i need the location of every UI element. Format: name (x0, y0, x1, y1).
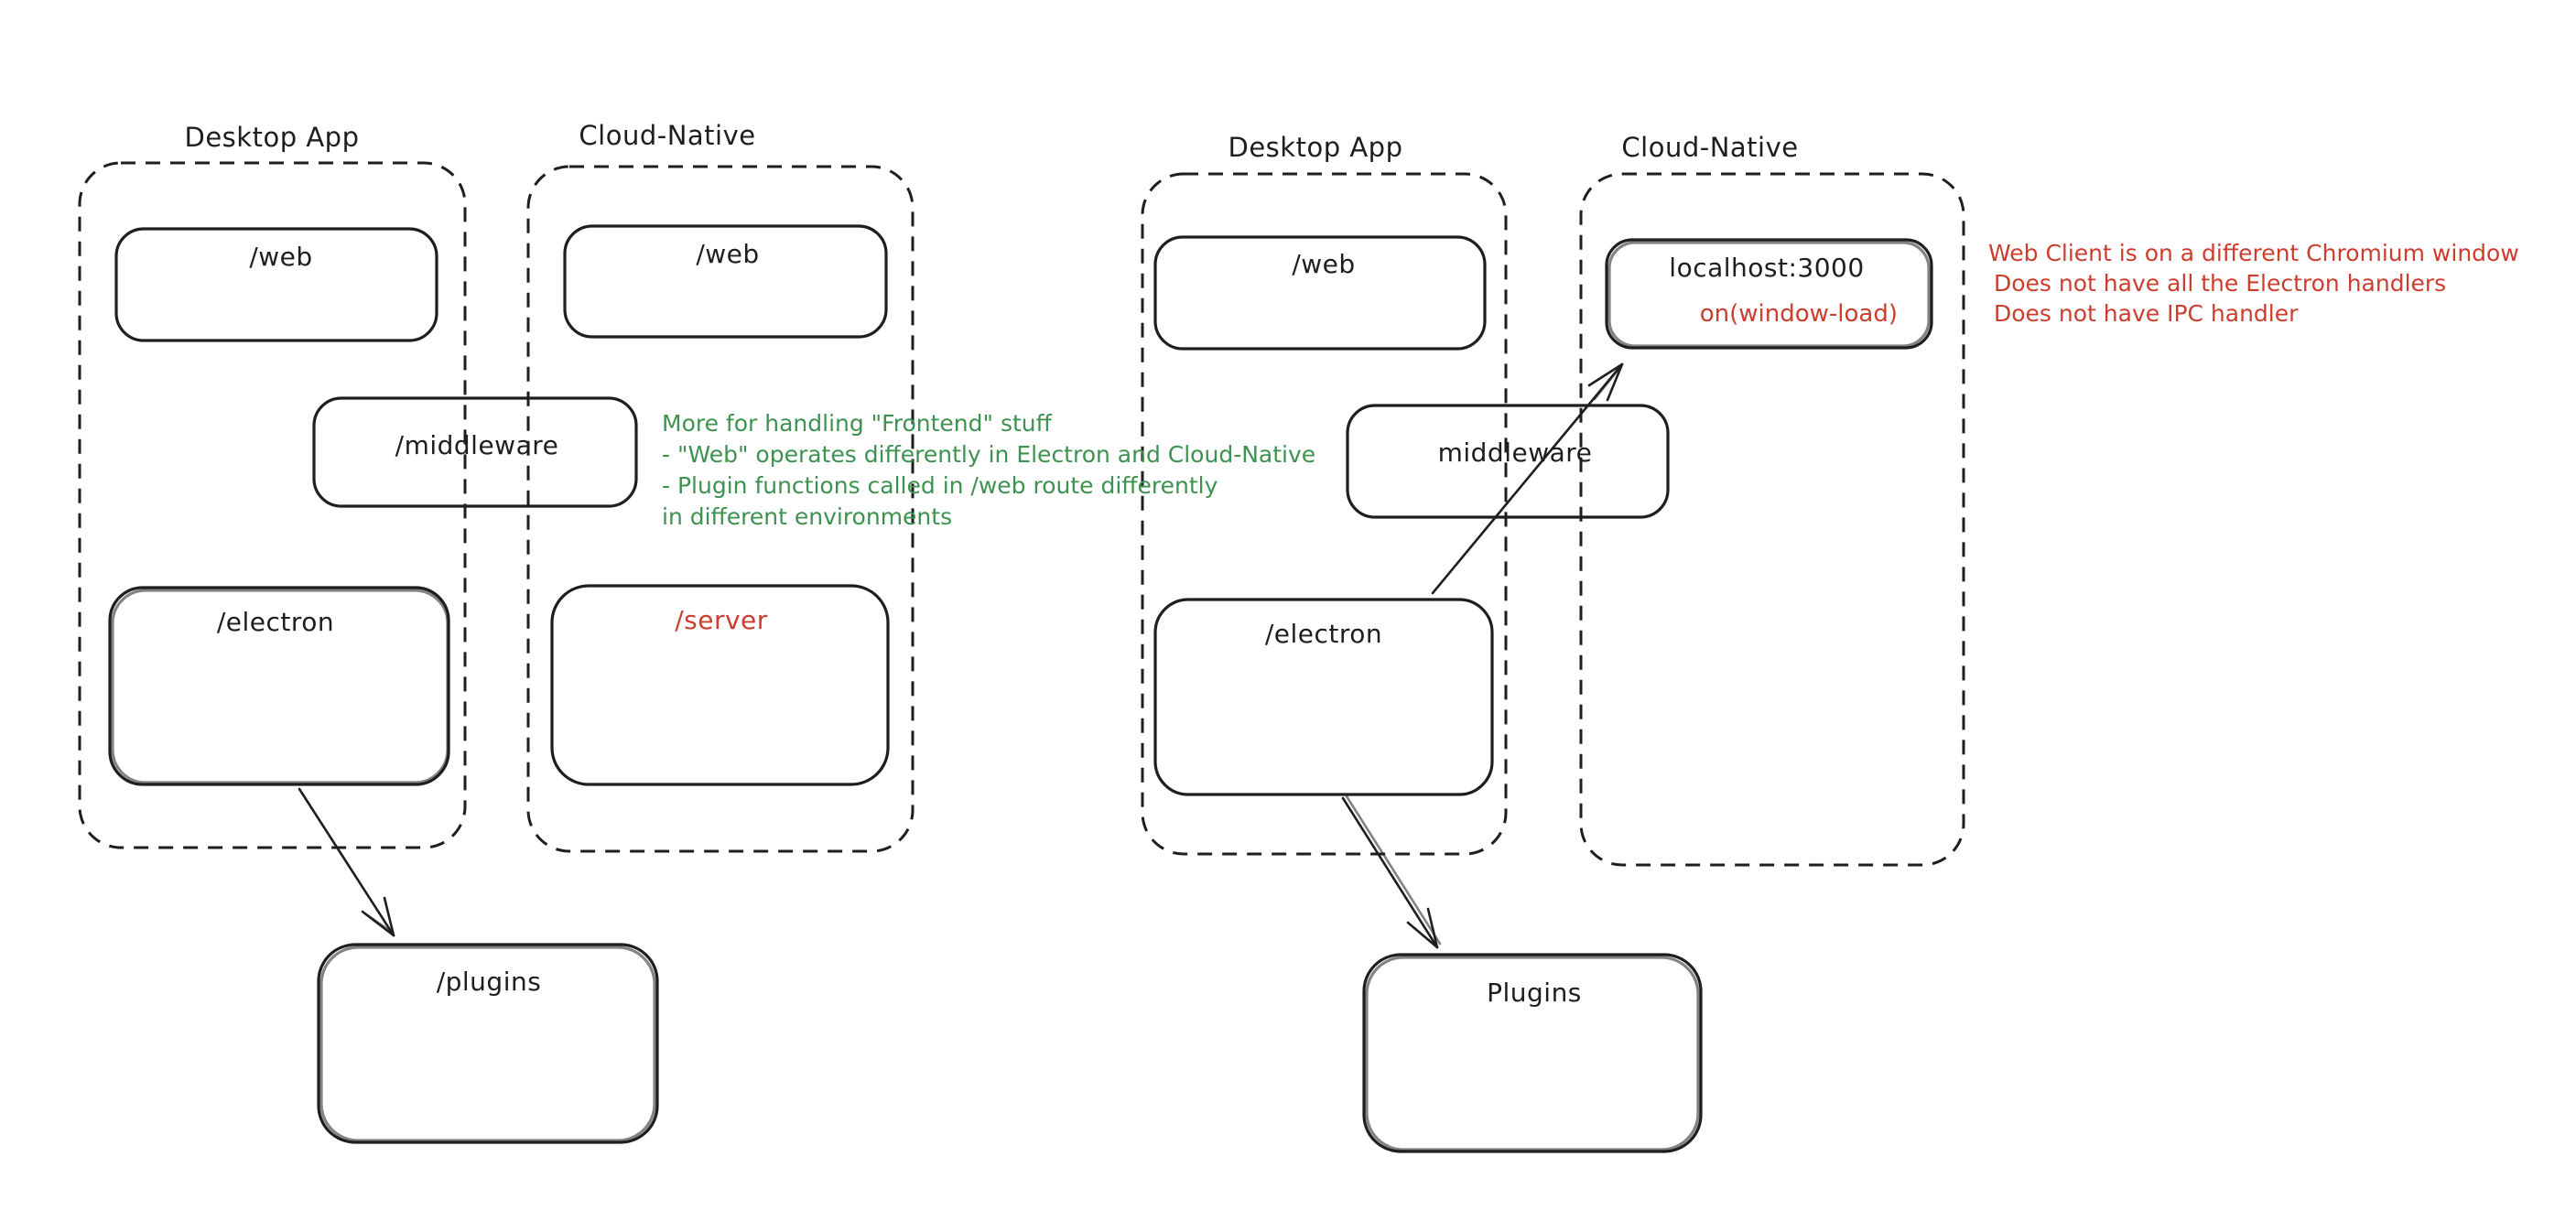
label-web-desktop-right: /web (1292, 249, 1356, 279)
annotation-green-line-2: - "Web" operates differently in Electron… (662, 441, 1316, 468)
container-desktop-app-right (1141, 172, 1508, 856)
box-server (550, 584, 890, 786)
label-server: /server (675, 605, 768, 635)
group-title-cloud-native-left: Cloud-Native (579, 120, 756, 151)
group-title-desktop-app-right: Desktop App (1228, 132, 1403, 163)
annotation-green-line-1: More for handling "Frontend" stuff (662, 410, 1052, 437)
label-localhost-3000: localhost:3000 (1669, 253, 1865, 283)
label-electron-left: /electron (216, 607, 335, 637)
arrow-electron-to-plugins-right (1341, 794, 1442, 949)
box-plugins-left-sketch (319, 946, 656, 1142)
box-web-desktop-right (1153, 235, 1487, 351)
arrow-electron-to-plugins-left (298, 787, 395, 937)
box-web-cloud-left (563, 224, 888, 339)
box-web-desktop-left (114, 227, 438, 342)
arrow-electron-to-localhost-right (1431, 362, 1624, 595)
annotation-green-line-3: - Plugin functions called in /web route … (662, 472, 1218, 499)
label-on-window-load: on(window-load) (1699, 300, 1898, 328)
label-middleware-left: /middleware (395, 430, 559, 460)
group-title-cloud-native-right: Cloud-Native (1621, 132, 1799, 163)
box-localhost-3000-sketch (1607, 241, 1931, 348)
annotation-red-line-2: Does not have all the Electron handlers (1994, 270, 2447, 297)
group-title-desktop-app-left: Desktop App (184, 122, 360, 153)
annotation-green-line-4: in different environments (662, 503, 953, 530)
label-plugins-left: /plugins (436, 967, 542, 997)
label-electron-right: /electron (1264, 619, 1383, 649)
box-plugins-right (1362, 953, 1703, 1153)
annotation-red-line-3: Does not have IPC handler (1994, 300, 2299, 327)
container-cloud-native-right (1579, 172, 1965, 867)
box-middleware-left (312, 396, 638, 508)
label-plugins-right: Plugins (1487, 978, 1582, 1008)
box-plugins-right-sketch (1365, 956, 1700, 1151)
annotation-red-line-1: Web Client is on a different Chromium wi… (1988, 240, 2519, 266)
box-middleware-right (1346, 404, 1670, 519)
box-localhost-3000 (1605, 238, 1933, 350)
box-plugins-left (317, 943, 659, 1144)
label-web-cloud-left: /web (696, 239, 760, 269)
box-electron-right (1153, 598, 1494, 796)
container-cloud-native-left (526, 165, 915, 853)
label-middleware-right: middleware (1437, 438, 1593, 468)
box-electron-left-sketch (111, 589, 449, 784)
label-web-desktop-left: /web (249, 242, 313, 272)
